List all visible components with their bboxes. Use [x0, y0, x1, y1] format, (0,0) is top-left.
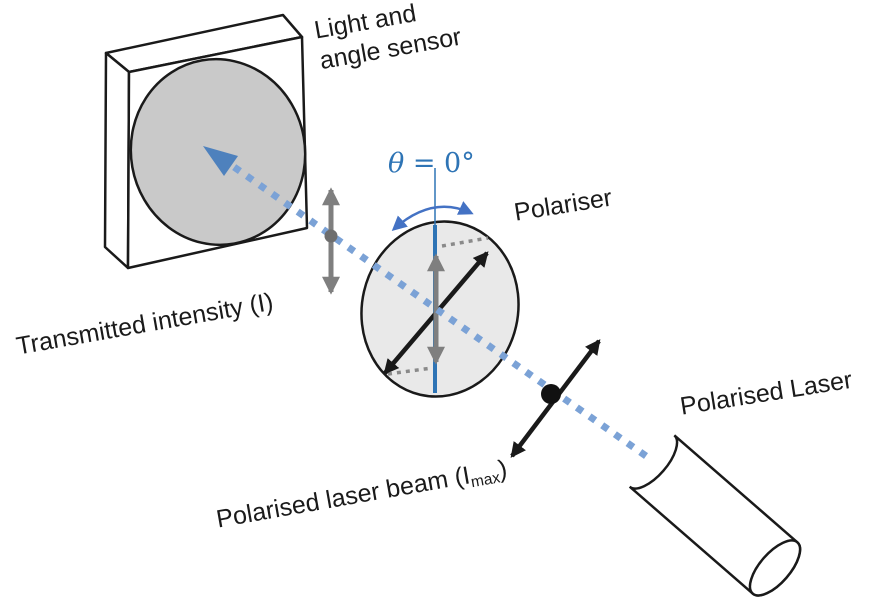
laser-front-cap — [748, 539, 802, 597]
theta-angle-label: θ = 0° — [388, 148, 475, 179]
theta-symbol: θ — [388, 148, 405, 179]
beam-arrowhead-icon — [203, 146, 238, 176]
beam-point-sensor-side — [324, 229, 338, 243]
laser-cylinder — [628, 434, 802, 597]
light-angle-sensor-box — [103, 13, 309, 270]
polariser-disc — [360, 168, 520, 398]
beam-label-subscript: max — [469, 469, 502, 492]
rotation-direction-arc-icon — [391, 201, 474, 231]
theta-value: = 0° — [404, 148, 475, 179]
axis-offset-dotted-top — [441, 236, 489, 248]
sensor-box-left-face — [103, 51, 131, 270]
transmitted-polarization-marker — [322, 187, 340, 295]
incident-polarization-marker — [510, 339, 601, 458]
beam-point-laser-side — [541, 384, 561, 404]
